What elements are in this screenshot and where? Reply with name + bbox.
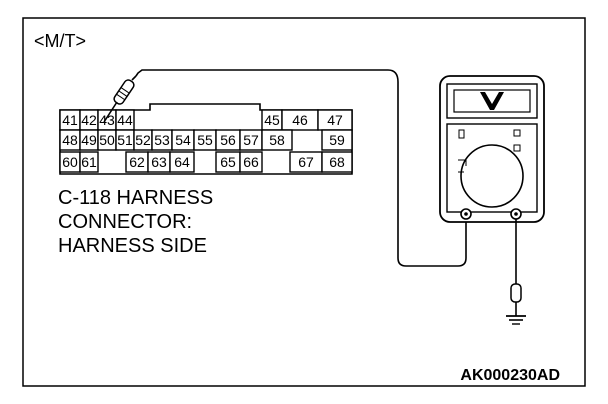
connector-pin-number: 56 <box>220 132 236 148</box>
connector-shell <box>59 103 353 175</box>
connector-pin-number: 48 <box>62 132 78 148</box>
connector-label-line-3: HARNESS SIDE <box>58 235 207 257</box>
connector-pin-number: 51 <box>117 132 133 148</box>
connector-pin-cell <box>169 151 195 173</box>
connector-pin-number: 57 <box>243 132 259 148</box>
connector-pin-number: 44 <box>117 112 133 128</box>
connector-pin-cell <box>79 151 99 173</box>
connector-pin-number: 46 <box>292 112 308 128</box>
connector-pin-number: 54 <box>175 132 191 148</box>
connector-pin-number: 49 <box>81 132 97 148</box>
connector-pin-number: 61 <box>81 154 97 170</box>
connector-label-line-2: CONNECTOR: <box>58 211 192 233</box>
connector-pin-number: 43 <box>99 112 115 128</box>
connector-pin-number: 67 <box>298 154 314 170</box>
multimeter <box>439 75 545 223</box>
connector-pin-number: 59 <box>329 132 345 148</box>
connector-pin-number: 58 <box>269 132 285 148</box>
switch-icon <box>513 129 521 137</box>
connector-pin-number: 55 <box>197 132 213 148</box>
probe-tip <box>103 101 118 123</box>
test-probe <box>103 69 467 267</box>
connector-pin-number: 53 <box>154 132 170 148</box>
probe-lead-wire <box>135 69 467 267</box>
connector-pin-number: 68 <box>329 154 345 170</box>
connector-pin-number: 45 <box>264 112 280 128</box>
switch-icon <box>513 144 521 152</box>
connector-pin-number: 65 <box>220 154 236 170</box>
connector-pin-number: 47 <box>327 112 343 128</box>
connector-pin-number: 50 <box>99 132 115 148</box>
volt-symbol-icon <box>480 92 504 110</box>
ground-lead <box>506 219 526 325</box>
connector-pin-cell <box>321 151 353 173</box>
figure-frame <box>22 17 586 387</box>
connector-pin-cell <box>321 129 353 151</box>
range-dial-icon <box>460 144 524 208</box>
connector-pin-number: 60 <box>62 154 78 170</box>
connector-pin-number: 42 <box>81 112 97 128</box>
connector-pin-cell <box>261 129 293 151</box>
connector-pin-number: 62 <box>129 154 145 170</box>
figure-code: AK000230AD <box>460 367 560 384</box>
connector-pin-number: 66 <box>243 154 259 170</box>
connector-pin-number: 41 <box>62 112 78 128</box>
connector-pin-number: 64 <box>174 154 190 170</box>
connector-pin-number: 52 <box>135 132 151 148</box>
connector-pin-number: 63 <box>151 154 167 170</box>
probe-body <box>113 79 135 105</box>
connector-pin-cell <box>239 151 263 173</box>
meter-display <box>453 89 531 113</box>
connector-label-line-1: C-118 HARNESS <box>58 187 213 209</box>
switch-icon <box>458 129 465 139</box>
ground-clip <box>510 283 522 303</box>
mode-label: <M/T> <box>34 31 86 51</box>
